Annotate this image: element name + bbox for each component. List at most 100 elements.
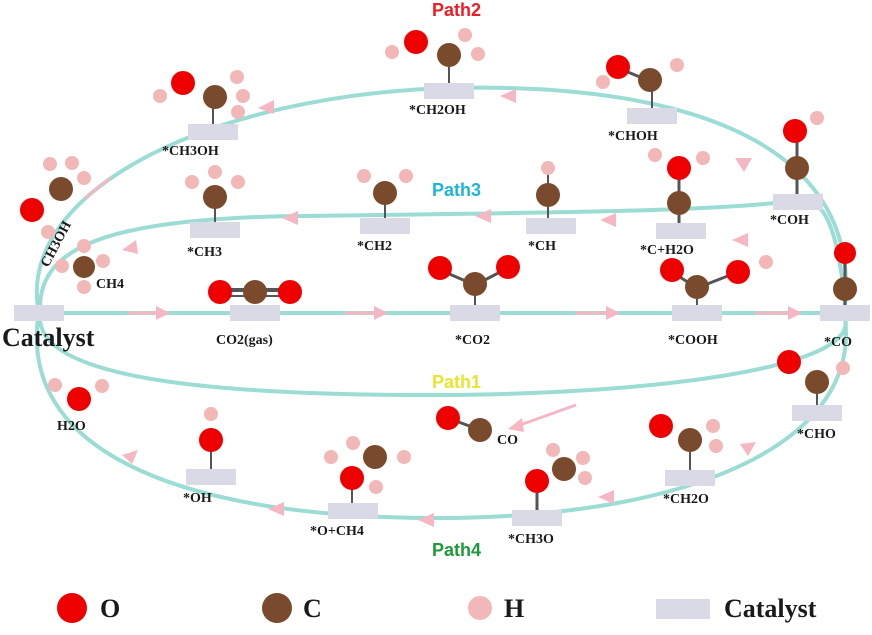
catalyst-slabs [14,83,870,526]
label-co-gas: CO [497,433,518,448]
o-ch4-molecule [324,436,411,503]
co-release-arrow [508,403,577,432]
choh-molecule [596,55,684,108]
molecules [20,28,857,510]
hydrogen-atom-icon [468,596,492,620]
label-choh: *CHOH [608,129,658,144]
catalyst-slab [188,124,238,140]
oh-molecule [199,407,223,469]
arrow [598,490,614,504]
label-cho: *CHO [797,427,836,442]
catalyst-slab [328,503,378,519]
label-co2-gas: CO2(gas) [216,333,273,348]
catalyst-slab [792,405,842,421]
label-ch3oh: *CH3OH [162,144,219,159]
arrow [575,306,620,320]
catalyst-slab [512,510,562,526]
cho-molecule [777,350,850,405]
catalyst-slab [230,305,280,321]
legend-item-carbon: C [262,593,322,623]
arrow [122,450,138,464]
coh-molecule [783,111,824,194]
catalyst-slab [526,218,576,234]
arrow [258,100,274,114]
catalyst-slab [190,222,240,238]
co-gas-molecule [436,406,492,442]
catalyst-slab [820,305,870,321]
legend: O C H Catalyst [57,593,817,623]
legend-item-hydrogen: H [468,594,524,623]
co-adsorbed-molecule [833,242,857,305]
legend-item-catalyst: Catalyst [656,594,817,623]
arrow [84,176,111,200]
oxygen-atom-icon [57,593,87,623]
label-ch2: *CH2 [357,239,392,254]
cooh-molecule [660,255,773,305]
catalyst-slab [665,470,715,486]
label-ch4: CH4 [96,277,124,292]
arrow [600,213,616,227]
catalyst-slab [672,305,722,321]
ch3o-molecule [525,443,592,510]
arrow [345,306,388,320]
arrow [732,233,748,247]
path4-title: Path4 [432,540,481,560]
ch2-molecule [357,169,413,218]
co2-adsorbed-molecule [428,255,520,305]
label-ch3: *CH3 [187,245,222,260]
ch3oh-adsorbed-molecule [153,70,250,124]
path3-title: Path3 [432,180,481,200]
label-oh: *OH [183,491,212,506]
catalyst-slab [14,305,64,321]
label-catalyst: Catalyst [2,323,95,352]
h2o-molecule [48,378,109,411]
label-cooh: *COOH [668,333,718,348]
arrow [740,442,756,456]
catalyst-slab [360,218,410,234]
arrow [500,89,516,103]
catalyst-slab-icon [656,599,710,619]
c-h2o-molecule [648,148,710,223]
ch4-molecule [55,239,110,294]
catalyst-slab [627,108,677,124]
path4-track [34,317,848,521]
co2-gas-molecule [208,280,302,304]
direction-arrows [84,89,802,527]
legend-label: C [303,594,322,623]
ch3-molecule [185,165,245,222]
path2-title: Path2 [432,0,481,20]
arrow [128,306,170,320]
label-co: *CO [824,335,852,350]
arrow [282,211,298,225]
label-h2o: H2O [57,419,86,434]
legend-label: O [100,594,120,623]
ch2o-molecule [649,414,723,470]
label-ch: *CH [528,239,556,254]
arrow [418,513,434,527]
catalyst-slab [424,83,474,99]
arrow [755,306,802,320]
catalyst-slab [186,469,236,485]
legend-label: Catalyst [724,594,817,623]
catalyst-slab [450,305,500,321]
label-coh: *COH [770,213,809,228]
label-ch2o: *CH2O [663,492,709,507]
arrow [268,502,284,516]
ch3oh-gas-molecule [20,156,91,239]
arrow [475,209,491,223]
legend-label: H [504,594,524,623]
arrow [122,240,138,254]
label-co2: *CO2 [455,333,490,348]
legend-item-oxygen: O [57,593,120,623]
arrow [735,158,752,172]
species-labels: Catalyst CO2(gas) *CO2 *COOH *CO CO *COH… [2,103,852,547]
label-ch3o: *CH3O [508,532,554,547]
path1-title: Path1 [432,372,481,392]
ch2oh-molecule [385,28,485,83]
path-titles: Path2 Path3 Path1 Path4 [432,0,481,560]
label-ch2oh: *CH2OH [409,103,466,118]
carbon-atom-icon [262,593,292,623]
label-o-ch4: *O+CH4 [310,524,364,539]
